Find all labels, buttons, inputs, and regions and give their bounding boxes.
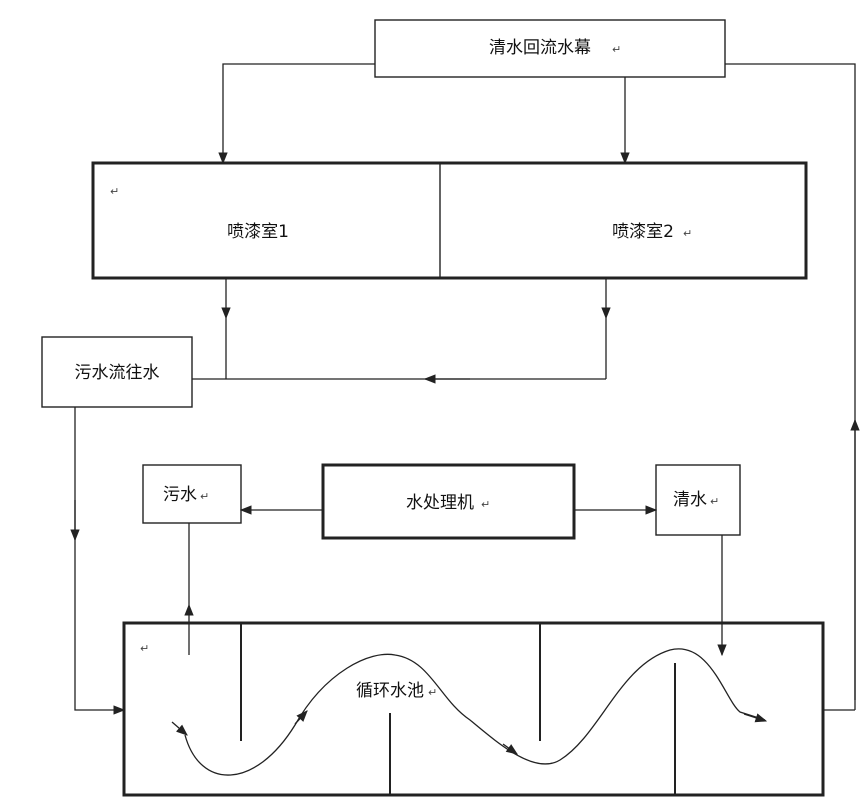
paragraph-mark: ↵ bbox=[110, 185, 119, 198]
flow-arrow bbox=[294, 710, 308, 725]
wastewater-flow-label: 污水流往水 bbox=[75, 363, 160, 383]
flow-arrow bbox=[502, 743, 518, 755]
wastewater-box: 污水 ↵ bbox=[142, 464, 242, 524]
flow-arrow bbox=[743, 713, 768, 723]
connector-wastewater-to-pool bbox=[74, 407, 126, 715]
wastewater-label: 污水 bbox=[163, 485, 197, 505]
wastewater-flow-box: 污水流往水 bbox=[41, 336, 193, 408]
connector-right-return bbox=[725, 63, 856, 700]
paragraph-mark: ↵ bbox=[683, 227, 692, 240]
flow-arrow bbox=[171, 721, 188, 736]
treatment-machine-box: 水处理机 ↵ bbox=[321, 463, 576, 540]
paragraph-mark: ↵ bbox=[428, 686, 437, 699]
paragraph-mark: ↵ bbox=[140, 642, 149, 655]
clean-water-box: 清水 ↵ bbox=[655, 464, 741, 536]
clean-water-label: 清水 bbox=[673, 490, 707, 510]
treatment-machine-label: 水处理机 bbox=[406, 493, 474, 513]
paragraph-mark: ↵ bbox=[200, 490, 209, 503]
circulation-pool-label: 循环水池 bbox=[356, 681, 424, 701]
paragraph-mark: ↵ bbox=[710, 495, 719, 508]
flow-path bbox=[184, 648, 766, 776]
spray-booth-box: ↵ 喷漆室1 喷漆室2 ↵ bbox=[91, 161, 808, 280]
clean-return-curtain-box: 清水回流水幕 ↵ bbox=[374, 19, 726, 78]
paragraph-mark: ↵ bbox=[481, 498, 490, 511]
clean-return-curtain-label: 清水回流水幕 bbox=[489, 38, 591, 58]
circulation-pool-box: ↵ 循环水池 ↵ bbox=[122, 621, 825, 797]
booth1-label: 喷漆室1 bbox=[227, 222, 289, 242]
booth2-label: 喷漆室2 bbox=[612, 222, 674, 242]
paragraph-mark: ↵ bbox=[612, 43, 621, 56]
connector-curtain-to-booth1 bbox=[218, 63, 375, 165]
